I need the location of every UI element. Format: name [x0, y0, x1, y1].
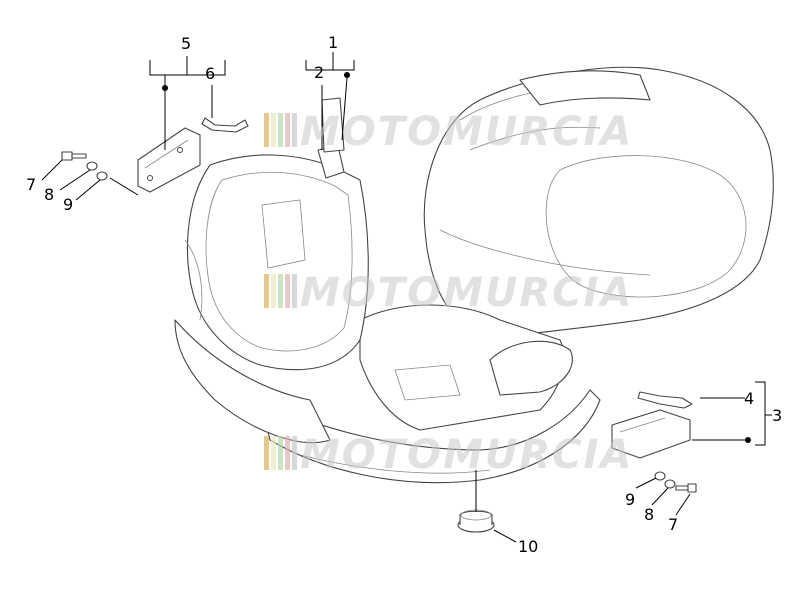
- right-clip-part-4: [637, 391, 693, 409]
- left-washer-part-8: [86, 161, 98, 171]
- grommet-part-10: [457, 509, 495, 533]
- stripe: [271, 436, 276, 470]
- frame-body: [259, 66, 774, 484]
- watermark-1: MOTOMURCIA: [264, 109, 633, 155]
- leader-lines: [41, 52, 772, 543]
- callout-9-left: 9: [63, 195, 73, 214]
- left-clip-part-6: [201, 117, 249, 133]
- callout-4: 4: [744, 389, 754, 408]
- callouts: 1 2 3 4 5 6 7 8 9 7 8 9 10: [26, 33, 782, 556]
- right-washer-part-9: [654, 471, 666, 481]
- stripe: [292, 274, 297, 308]
- stripe: [264, 436, 269, 470]
- left-screw-part-7: [61, 151, 87, 161]
- stripe: [264, 113, 269, 147]
- watermark-text: MOTOMURCIA: [300, 432, 633, 478]
- watermark-stripes-1: [264, 113, 297, 147]
- stripe: [278, 436, 283, 470]
- stripe: [264, 274, 269, 308]
- right-mount-bracket-part-3: [611, 409, 691, 459]
- stripe: [292, 113, 297, 147]
- front-legshield: [174, 97, 369, 444]
- stripe: [271, 113, 276, 147]
- stripe: [285, 274, 290, 308]
- watermark-3: MOTOMURCIA: [264, 432, 633, 478]
- watermark-2: MOTOMURCIA: [264, 270, 633, 316]
- callout-8-left: 8: [44, 185, 54, 204]
- callout-10: 10: [518, 537, 538, 556]
- callout-9-right: 9: [625, 490, 635, 509]
- callout-1: 1: [328, 33, 338, 52]
- callout-7-left: 7: [26, 175, 36, 194]
- right-washer-part-8: [664, 479, 676, 489]
- callout-2: 2: [314, 63, 324, 82]
- watermark-text: MOTOMURCIA: [300, 270, 633, 316]
- stripe: [271, 274, 276, 308]
- watermark-text: MOTOMURCIA: [300, 109, 633, 155]
- stripe: [292, 436, 297, 470]
- watermark-stripes-2: [264, 274, 297, 308]
- left-mount-bracket-part-5: [137, 127, 201, 193]
- callout-5: 5: [181, 34, 191, 53]
- right-screw-part-7: [675, 483, 697, 493]
- stripe: [285, 113, 290, 147]
- callout-6: 6: [205, 64, 215, 83]
- left-washer-part-9: [96, 171, 108, 181]
- stripe: [285, 436, 290, 470]
- callout-3: 3: [772, 406, 782, 425]
- stripe: [278, 274, 283, 308]
- watermark-stripes-3: [264, 436, 297, 470]
- callout-8-right: 8: [644, 505, 654, 524]
- stripe: [278, 113, 283, 147]
- callout-7-right: 7: [668, 515, 678, 534]
